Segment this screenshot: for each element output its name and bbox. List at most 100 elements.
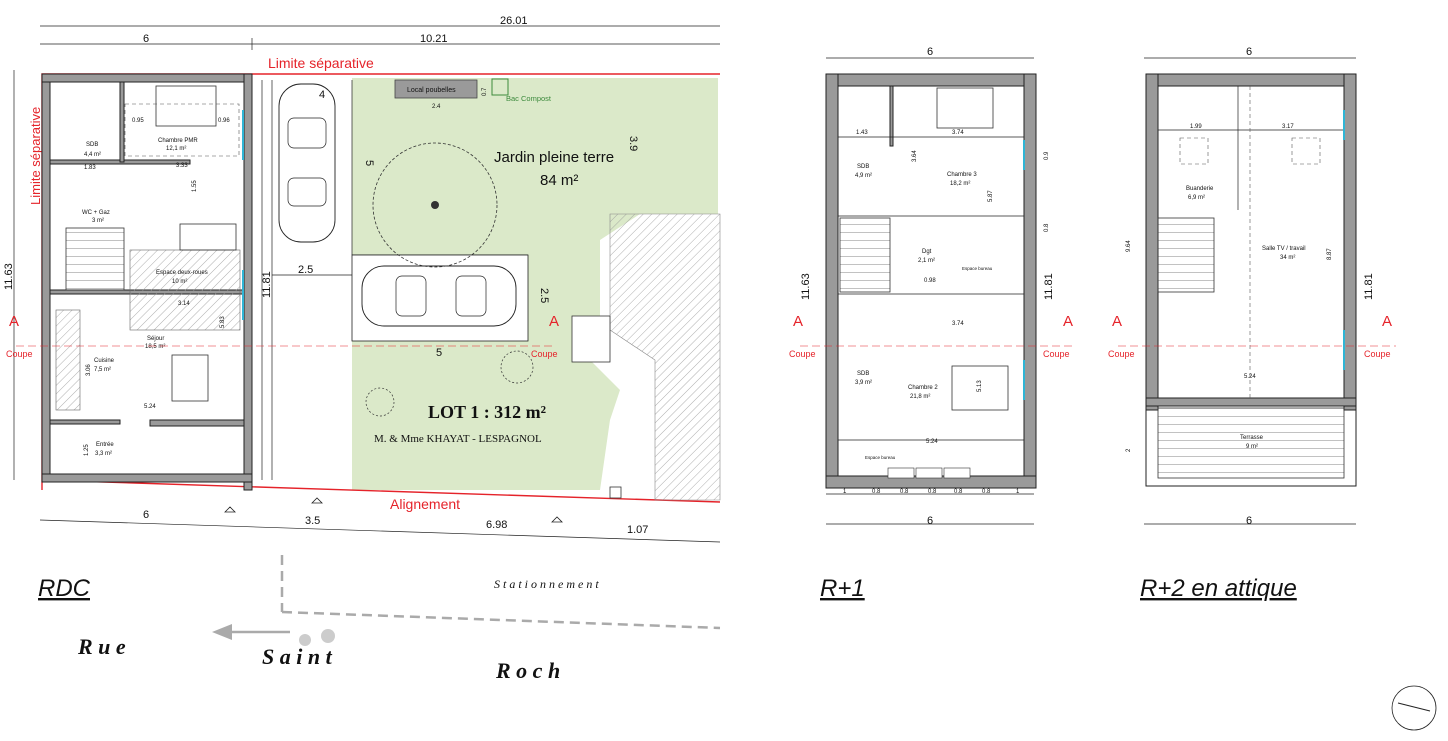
r2-section-coupe-left: Coupe [1108, 349, 1135, 359]
r1-open-2: 0.8 [900, 489, 909, 495]
r1-open-6: 1 [1016, 489, 1020, 495]
dining-table [171, 354, 209, 402]
r1-desk1: Espace bureau [962, 266, 993, 271]
r2-buanderie-area: 6,9 m² [1188, 195, 1205, 201]
r2-plan: 6 Buanderie 6,9 m² Salle TV / travail 34… [1108, 46, 1396, 602]
r1-inner-a: 1.43 [856, 130, 868, 136]
r1-dim-bottom: 6 [927, 515, 933, 527]
terrace-deck [1157, 407, 1345, 479]
room-chambre-area: 12,1 m² [166, 146, 186, 152]
r1-plan: 6 SDB 4,9 m² Chambre 3 18,2 m² Dgt 2,1 m… [789, 46, 1076, 602]
inner-dim-h: 3.06 [86, 364, 92, 376]
rdc-plan: 26.01 6 10.21 11.63 Limite séparative Li… [3, 15, 721, 602]
r1-inner-h: 5.13 [977, 380, 983, 392]
r2-dim-height-right: 11.81 [1363, 273, 1375, 300]
r1-dim-height-right: 11.81 [1043, 273, 1055, 300]
r2-section-a-right: A [1382, 313, 1392, 330]
section-a-right: A [549, 313, 559, 330]
tree-icon [372, 142, 498, 268]
r1-open-0: 1 [843, 489, 847, 495]
section-coupe-right: Coupe [531, 349, 558, 359]
street: S t a t i o n n e m e n t R u e S a i n … [77, 555, 721, 683]
r2-salle-name: Salle TV / travail [1262, 246, 1306, 252]
r1-section-coupe-right: Coupe [1043, 349, 1070, 359]
alignment-label: Alignement [390, 496, 460, 512]
street-word-1: R u e [77, 634, 126, 659]
r1-ch2-area: 21,8 m² [910, 394, 930, 400]
r2-title: R+2 en attique [1140, 575, 1297, 602]
room-sdb-area: 4,4 m² [84, 152, 101, 158]
r1-sdb1-area: 4,9 m² [855, 173, 872, 179]
wall-west [41, 73, 51, 481]
dim-car-depth: 5 [363, 160, 375, 166]
r2-dim-top: 6 [1246, 46, 1252, 58]
garden-name: Jardin pleine terre [494, 149, 614, 166]
r1-inner-g: 3.74 [952, 321, 964, 327]
r1-dim-top: 6 [927, 46, 933, 58]
dim-bottom-left: 6 [143, 509, 149, 521]
inner-dim-i: 5.24 [144, 404, 156, 410]
neighbour-hatch [609, 213, 721, 501]
bed-ch2 [951, 365, 1009, 411]
room-sejour-area: 18,5 m² [145, 344, 165, 350]
dim-bottom-far: 1.07 [627, 524, 648, 536]
wall-east [243, 73, 253, 491]
street-parking: S t a t i o n n e m e n t [494, 577, 599, 591]
lot-owners: M. & Mme KHAYAT - LESPAGNOL [374, 433, 542, 445]
car-top-icon [278, 83, 336, 243]
r1-desk2: Espace bureau [865, 455, 896, 460]
r1-inner-d: 5.87 [988, 190, 994, 202]
r2-inner-c: 8.87 [1327, 248, 1333, 260]
street-word-3: R o c h [495, 658, 560, 683]
room-sdb-name: SDB [86, 142, 98, 148]
compost-bin [491, 78, 509, 96]
bike-icon [299, 634, 311, 646]
r2-buanderie-name: Buanderie [1186, 186, 1214, 192]
car-bay-icon [361, 265, 517, 327]
inner-dim-e: 1.55 [192, 180, 198, 192]
garden-south [352, 350, 620, 490]
bed-pmr [155, 85, 217, 127]
dim-depth-mark: 0.7 [482, 87, 488, 96]
limit-left-label: Limite séparative [28, 107, 43, 205]
inner-dim-c: 1.83 [84, 165, 96, 171]
room-entree-area: 3,3 m² [95, 451, 112, 457]
r1-ch3-name: Chambre 3 [947, 172, 977, 178]
limit-top-label: Limite séparative [268, 55, 374, 71]
trash-room-label: Local poubelles [407, 87, 456, 94]
r2-salle-area: 34 m² [1280, 255, 1295, 261]
north-arrow-icon [1391, 685, 1437, 731]
r1-ch3-area: 18,2 m² [950, 181, 970, 187]
bed-ch3 [936, 87, 994, 129]
r1-inner-i: 5.24 [926, 439, 938, 445]
r1-dgt-name: Dgt [922, 249, 932, 255]
r2-inner-a: 1.99 [1190, 124, 1202, 130]
compost-label: Bac Compost [506, 94, 552, 103]
room-cuisine-name: Cuisine [94, 358, 115, 364]
r1-inner-b: 3.74 [952, 130, 964, 136]
inner-dim-a: 0.95 [132, 118, 144, 124]
dim-garden-w: 2.5 [298, 264, 313, 276]
lot-title: LOT 1 : 312 m² [428, 402, 546, 422]
bike-area [129, 249, 241, 331]
sofa [179, 223, 237, 251]
r1-dim-height-left: 11.63 [800, 273, 812, 300]
room-cuisine-area: 7,5 m² [94, 367, 111, 373]
stairs-r2 [1157, 217, 1215, 293]
inner-dim-b: 0.96 [218, 118, 230, 124]
r1-open-4: 0.8 [954, 489, 963, 495]
trash-room [394, 79, 478, 99]
r2-terrasse-area: 9 m² [1246, 444, 1258, 450]
stairs-rdc [65, 227, 125, 291]
dim-bottom-park: 5 [436, 347, 442, 359]
wall-south [41, 473, 253, 483]
r1-sdb2-name: SDB [857, 371, 869, 377]
dim-bay-depth: 2.5 [538, 288, 550, 303]
r1-inner-j: 0.8 [1044, 223, 1050, 232]
r1-open-1: 0.8 [872, 489, 881, 495]
inner-dim-j: 1.25 [84, 444, 90, 456]
room-deux-roues-name: Espace deux-roues [156, 270, 208, 276]
dim-strip: 3.9 [627, 136, 639, 151]
dim-bottom-mid: 3.5 [305, 515, 320, 527]
